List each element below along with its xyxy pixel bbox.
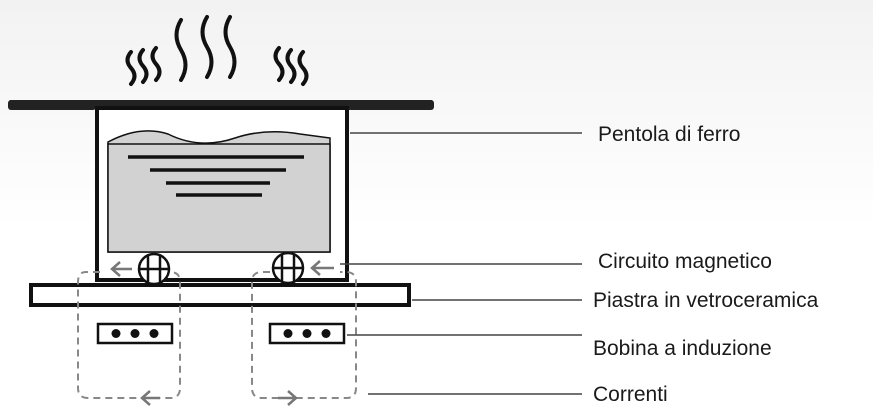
current-loop-left [77,271,181,399]
heat-lines [128,155,304,197]
arrow-icon [278,390,298,406]
arrow-icon [140,390,160,406]
arrow-icon [310,260,334,276]
steam-wave [150,46,162,82]
steam-wave [273,46,285,82]
induction-coil-right [268,322,346,345]
label-magnetic-circuit: Circuito magnetico [598,250,772,273]
pot-rim-left [8,100,96,110]
magnetic-circuit-left [137,252,171,286]
label-pot: Pentola di ferro [598,123,741,146]
arrow-icon [110,261,132,277]
label-currents: Correnti [593,383,668,406]
steam-wave [125,50,137,86]
steam-wave [297,50,309,86]
steam [125,15,309,86]
label-ceramic-plate: Piastra in vetroceramica [593,289,819,312]
label-induction-coil: Bobina a induzione [593,337,772,360]
ceramic-plate [29,283,411,307]
steam-wave [174,18,188,82]
pot-rim-right [348,100,434,110]
steam-wave [285,48,297,84]
steam-wave [200,15,214,79]
steam-wave [137,48,149,84]
magnetic-circuit-right [271,251,305,285]
steam-wave [223,15,237,79]
current-loop-right [251,271,357,399]
water [107,143,331,253]
current-paths [77,271,357,399]
induction-coil-left [96,322,174,345]
leader-lines [340,132,582,395]
